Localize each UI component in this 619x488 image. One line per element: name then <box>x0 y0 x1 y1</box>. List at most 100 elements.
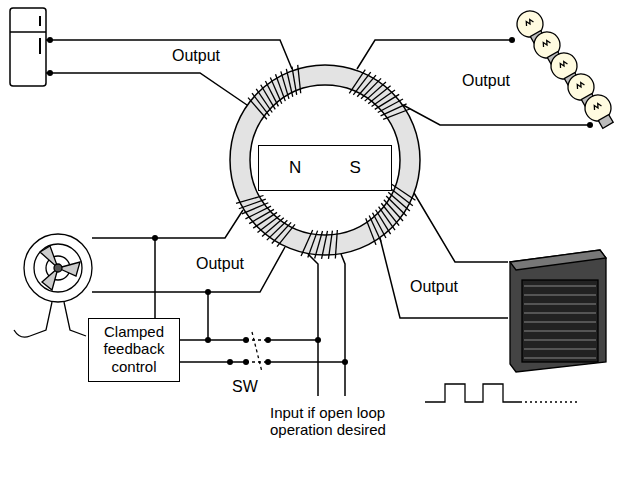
switch-contact <box>246 361 268 362</box>
coil-turn <box>381 104 407 116</box>
grille-slat <box>524 340 596 341</box>
grille-slat <box>524 295 596 296</box>
feedback-wires <box>180 254 345 396</box>
fan-icon <box>14 234 92 337</box>
output-wires <box>357 40 590 125</box>
coil-turn <box>265 81 278 106</box>
coil-windings <box>236 65 415 259</box>
control-label: Clamped feedback control <box>95 323 173 375</box>
fan-hub <box>54 264 62 272</box>
wire <box>268 361 345 363</box>
junction-dot <box>227 359 233 365</box>
coil-turn <box>335 230 337 259</box>
fan-stand <box>30 302 52 336</box>
fridge-door-split <box>10 31 46 33</box>
wire <box>180 361 246 363</box>
refrigerator-icon <box>10 8 46 86</box>
coil-turn <box>292 67 297 95</box>
output-label: Output <box>172 47 220 65</box>
input-note: Input if open loop operation desired <box>270 404 388 439</box>
wire <box>380 238 508 318</box>
feedback-sense-wire <box>207 292 209 340</box>
grille-slat <box>524 349 596 350</box>
ac-grille-slats <box>524 286 596 358</box>
coil-turn <box>239 199 266 209</box>
magnet-pole-label: N <box>289 158 301 178</box>
junction-dot <box>265 359 271 365</box>
coil-turn <box>308 231 318 258</box>
output-label: Output <box>196 255 244 273</box>
wire <box>46 40 292 69</box>
junction-dot <box>47 70 53 76</box>
grille-slat <box>524 286 596 287</box>
bulb-filament <box>593 103 602 110</box>
junction-dot <box>315 337 321 343</box>
toroid-core <box>230 65 420 255</box>
junction-dot <box>47 37 53 43</box>
junction-dot <box>205 289 211 295</box>
air-conditioner-icon <box>510 250 606 372</box>
coil-turn <box>298 65 301 93</box>
fan-blades <box>40 246 80 290</box>
input-wire <box>308 254 318 396</box>
wire <box>92 210 243 238</box>
bulb-filament <box>525 19 534 26</box>
fan-cord <box>14 330 30 337</box>
coil-turn <box>242 203 268 214</box>
coil-turn <box>378 99 403 112</box>
grille-slat <box>524 358 596 359</box>
pulse-continuation <box>520 401 580 402</box>
coil-turn <box>328 231 332 259</box>
grille-slat <box>524 322 596 323</box>
coil-turn <box>366 218 376 245</box>
magnet-pole-label: S <box>350 158 361 178</box>
coil-turn <box>301 230 313 256</box>
switch-label: SW <box>232 378 258 396</box>
coil-turn <box>270 77 281 103</box>
output-wires <box>46 40 292 105</box>
fridge-body <box>10 8 46 86</box>
output-label: Output <box>410 278 458 296</box>
coil-turn <box>236 196 263 204</box>
wire <box>180 339 246 341</box>
output-label: Output <box>462 72 510 90</box>
fan-guard-ring <box>34 244 82 292</box>
junction-dot <box>152 235 158 241</box>
output-wires <box>380 193 508 318</box>
junction-dot <box>509 37 515 43</box>
feedback-control-box: Clamped feedback control <box>88 318 180 382</box>
grille-slat <box>524 313 596 314</box>
fridge-handle <box>39 38 41 54</box>
light-bulbs-icon <box>512 6 619 132</box>
fan-stand <box>64 302 86 336</box>
junction-dot <box>342 359 348 365</box>
wire <box>403 105 590 125</box>
junction-dots <box>205 337 348 365</box>
ac-top <box>510 250 606 270</box>
toroid-hole <box>250 85 400 235</box>
coil-turn <box>245 206 271 219</box>
junction-dot <box>265 337 271 343</box>
bulb-filament <box>542 40 551 47</box>
bulb-filament <box>559 61 568 68</box>
wire <box>92 247 285 292</box>
bar-magnet: NS <box>258 145 392 191</box>
wire <box>357 40 512 69</box>
junction-dot <box>205 337 211 343</box>
fan-guard <box>24 234 92 302</box>
bulb-base <box>598 115 613 129</box>
ac-grille <box>522 280 598 362</box>
fridge-handle <box>39 16 41 26</box>
coil-turn <box>373 213 386 238</box>
grille-slat <box>524 331 596 332</box>
input-wire <box>341 254 345 396</box>
coil-turn <box>276 74 286 101</box>
junction-dot <box>243 359 249 365</box>
junction-dot <box>243 337 249 343</box>
pulse-waveform <box>425 384 520 402</box>
feedback-sense-wire <box>154 238 156 318</box>
coil-turn <box>369 216 381 242</box>
wire <box>268 339 318 341</box>
coil-turn <box>383 109 410 119</box>
switch-linkage <box>252 332 262 372</box>
